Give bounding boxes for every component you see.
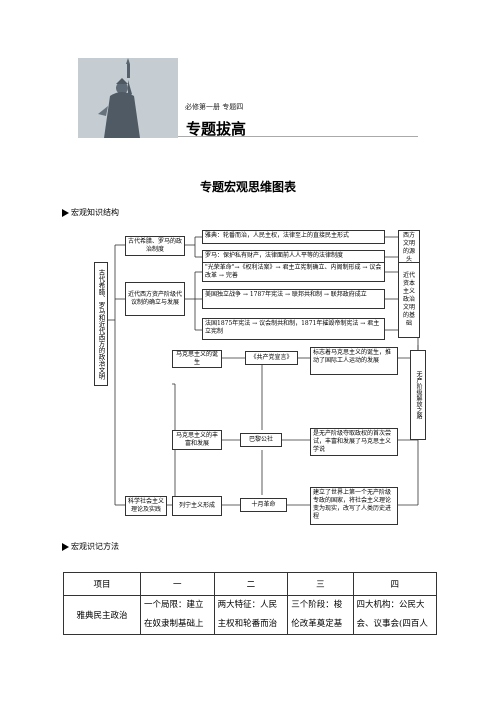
title-banner bbox=[178, 116, 418, 137]
play-triangle-icon bbox=[62, 209, 69, 217]
page-title: 专题宏观思维图表 bbox=[199, 180, 296, 194]
book-label: 必修第一册 专题四 bbox=[185, 103, 244, 111]
marxism-development-box: 马克思主义的丰富和发展 bbox=[172, 430, 222, 450]
october-revolution-box: 十月革命 bbox=[240, 498, 287, 512]
britain-box: "光荣革命"→《权利法案》→ 君主立宪制确立、内阁制形成 → 议会改革 → 完善 bbox=[202, 262, 385, 282]
capitalism-box: 近代资本主义政治文明的基础 bbox=[398, 262, 420, 338]
table-header: 项目 bbox=[63, 572, 141, 596]
october-note-box: 建立了世界上第一个无产阶级专政的国家，将社会主义理论变为现实，改写了人类历史进程 bbox=[310, 487, 398, 525]
france-box: 法国1875年宪法 → 议会制共和制，1871年摧毁帝制宪法 → 君主立宪制 bbox=[202, 318, 385, 340]
table-row: 雅典民主政治 一个局限：建立在奴隶制基础上 两大特征：人民主权和轮番而治 三个阶… bbox=[63, 595, 438, 635]
scientific-socialism-box: 科学社会主义理论及实践 bbox=[125, 496, 167, 516]
statue-of-liberty-icon bbox=[78, 58, 178, 138]
table-header: 三 bbox=[287, 572, 354, 596]
manifesto-note-box: 标志着马克思主义的诞生，推动了国际工人运动的发展 bbox=[310, 347, 398, 375]
western-source-box: 西方文明的源头 bbox=[398, 230, 420, 265]
manifesto-box: 《共产党宣言》 bbox=[245, 351, 298, 365]
section-heading-structure: 宏观知识结构 bbox=[62, 207, 119, 218]
paris-note-box: 是无产阶级夺取政权的首次尝试，丰富和发展了马克思主义学说 bbox=[310, 428, 398, 456]
usa-box: 美国独立战争 → 1787年宪法 → 联邦共和制 → 联邦政府成立 bbox=[202, 289, 385, 309]
section-heading-label: 宏观识记方法 bbox=[71, 542, 119, 551]
table-header: 一 bbox=[140, 572, 215, 596]
root-box: 古代希腊、罗马和近代西方的政治文明 bbox=[94, 262, 108, 386]
table-cell-item: 雅典民主政治 bbox=[63, 595, 141, 635]
table-header: 二 bbox=[213, 572, 289, 596]
table-cell: 一个局限：建立在奴隶制基础上 bbox=[140, 595, 215, 635]
marxism-birth-box: 马克思主义的诞生 bbox=[172, 350, 222, 368]
table-cell: 两大特征：人民主权和轮番而治 bbox=[213, 595, 289, 635]
table-header-row: 项目 一 二 三 四 bbox=[63, 572, 438, 596]
memory-table: 项目 一 二 三 四 雅典民主政治 一个局限：建立在奴隶制基础上 两大特征：人民… bbox=[63, 572, 438, 635]
section-title: 专题拔高 bbox=[186, 120, 247, 138]
table-header: 四 bbox=[352, 572, 438, 596]
section-heading-label: 宏观知识结构 bbox=[71, 208, 119, 217]
athens-box: 雅典：轮番而治，人民主权，法律至上的直接民主形式 bbox=[202, 230, 385, 244]
table-cell: 四大机构：公民大会、议事会(四百人 bbox=[352, 595, 438, 635]
table-cell: 三个阶段：梭伦改革奠定基 bbox=[287, 595, 354, 635]
section-heading-memory: 宏观识记方法 bbox=[62, 541, 119, 552]
modern-west-box: 近代西方资产阶级代议制的确立与发展 bbox=[125, 282, 185, 316]
proletariat-box: 无产阶级解放之路 bbox=[410, 350, 426, 440]
leninism-box: 列宁主义形成 bbox=[172, 496, 222, 516]
paris-commune-box: 巴黎公社 bbox=[240, 433, 282, 447]
play-triangle-icon bbox=[62, 543, 69, 551]
greece-rome-box: 古代希腊、罗马的政治制度 bbox=[125, 236, 185, 256]
